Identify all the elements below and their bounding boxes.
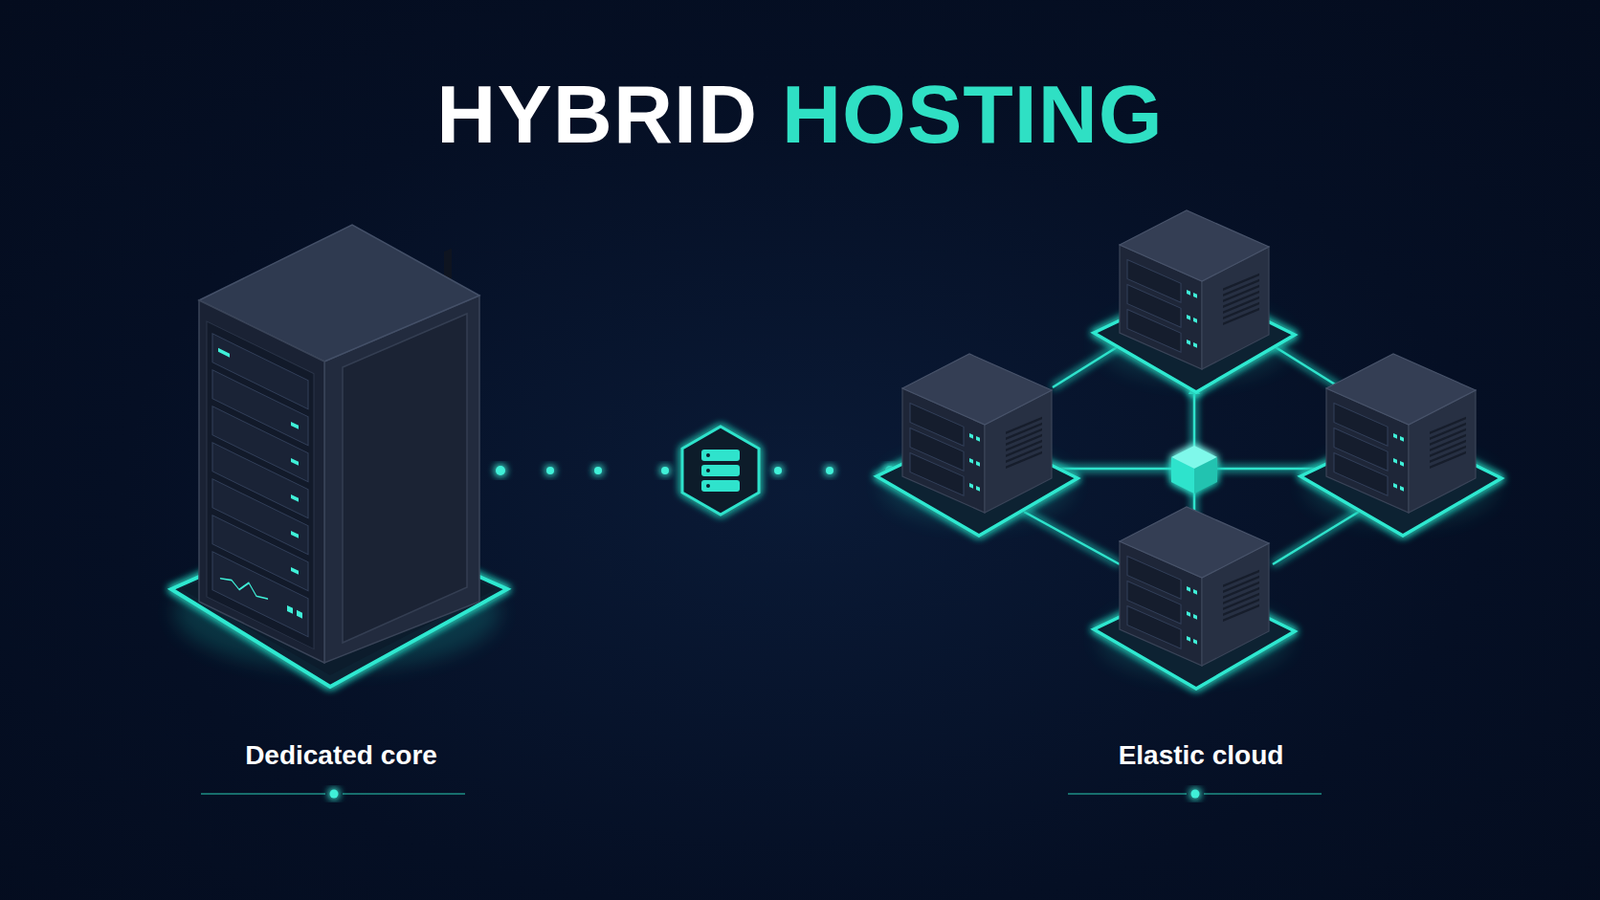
group-label: Elastic cloud [894,739,1508,773]
title: HYBRID HOSTING [436,68,1163,160]
cloud-server [1093,507,1295,689]
cloud-server [876,354,1078,536]
title-wrap: HYBRID HOSTING [0,68,1600,160]
cloud-server [1093,210,1295,393]
rack-server [171,224,508,688]
server-group: Elastic cloud [894,200,1508,809]
group-label: Dedicated core [181,739,501,773]
server-group: Dedicated core [181,215,501,809]
underline-dot [330,790,1200,800]
label-underline [200,793,1322,796]
cloud-server [1300,354,1502,536]
cloud-servers [876,210,1502,689]
cloud-hub-cube [1171,445,1218,494]
hub-icon [682,426,759,515]
